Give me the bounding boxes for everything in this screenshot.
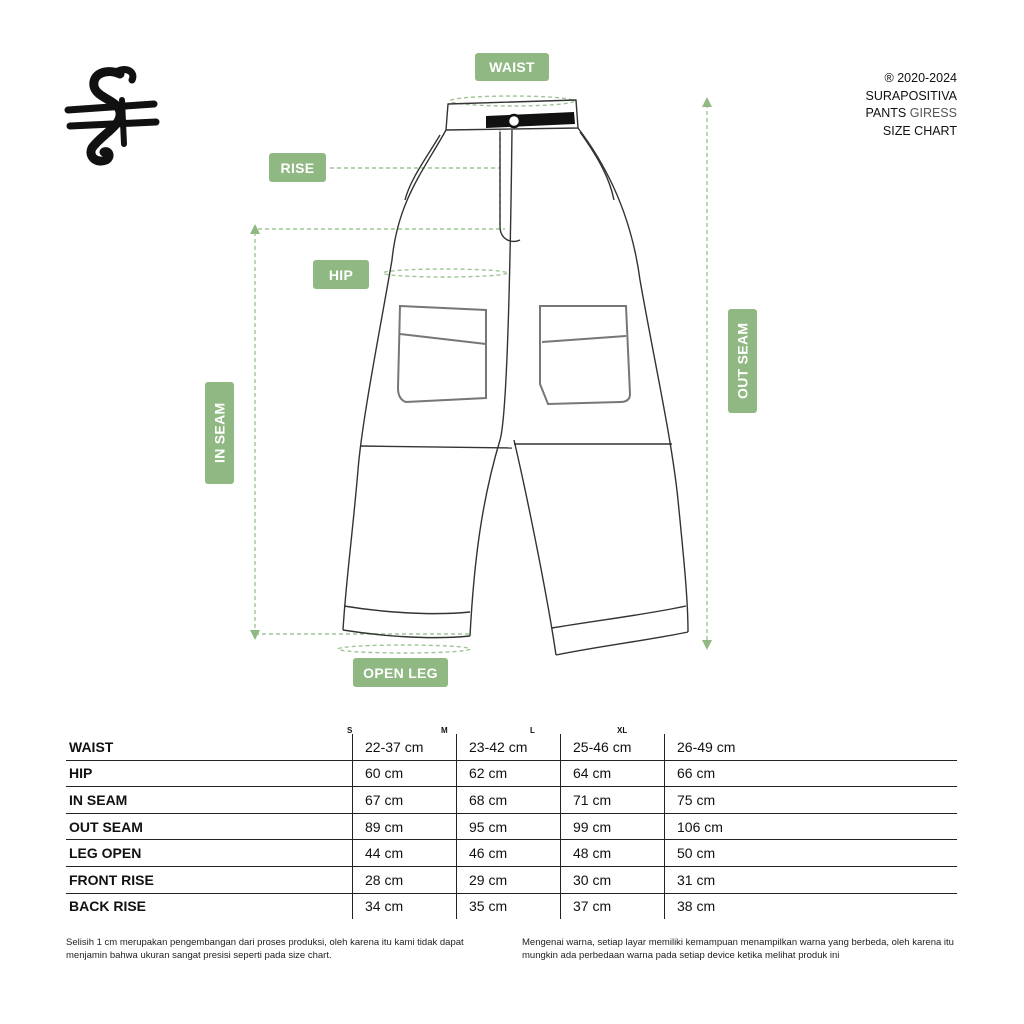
cell-m: 35 cm <box>456 893 561 920</box>
size-header-m: M <box>441 726 448 735</box>
table-row: HIP 60 cm 62 cm 64 cm 66 cm <box>66 760 957 788</box>
cell-xl: 26-49 cm <box>664 734 957 761</box>
cell-xl: 50 cm <box>664 839 957 867</box>
tag-rise: RISE <box>269 153 326 182</box>
cell-l: 64 cm <box>560 760 665 788</box>
row-label: FRONT RISE <box>66 866 353 894</box>
row-label: IN SEAM <box>66 786 353 814</box>
pants-diagram <box>250 95 712 656</box>
cell-s: 34 cm <box>352 893 457 920</box>
copyright-years: ® 2020-2024 <box>884 71 957 85</box>
table-row: WAIST 22-37 cm 23-42 cm 25-46 cm 26-49 c… <box>66 734 957 761</box>
row-label: OUT SEAM <box>66 813 353 841</box>
cell-s: 28 cm <box>352 866 457 894</box>
row-label: WAIST <box>66 734 353 761</box>
table-row: IN SEAM 67 cm 68 cm 71 cm 75 cm <box>66 786 957 814</box>
table-row: LEG OPEN 44 cm 46 cm 48 cm 50 cm <box>66 839 957 867</box>
product-name: GIRESS <box>909 106 957 120</box>
note-tolerance: Selisih 1 cm merupakan pengembangan dari… <box>66 937 464 961</box>
table-row: BACK RISE 34 cm 35 cm 37 cm 38 cm <box>66 893 957 920</box>
product-line: PANTS GIRESS <box>865 106 957 120</box>
size-header-s: S <box>347 726 353 735</box>
tag-waist: WAIST <box>475 53 549 81</box>
cell-s: 67 cm <box>352 786 457 814</box>
pants-outline <box>342 99 689 656</box>
row-label: LEG OPEN <box>66 839 353 867</box>
tag-out-seam: OUT SEAM <box>728 309 757 413</box>
brand-name: SURAPOSITIVA <box>865 88 957 103</box>
size-header-xl: XL <box>617 726 628 735</box>
belt <box>486 112 575 129</box>
cell-s: 44 cm <box>352 839 457 867</box>
measure-arrows <box>250 97 712 650</box>
cell-l: 30 cm <box>560 866 665 894</box>
cell-m: 46 cm <box>456 839 561 867</box>
cell-m: 29 cm <box>456 866 561 894</box>
row-label: HIP <box>66 760 353 788</box>
tag-open-leg: OPEN LEG <box>353 658 448 687</box>
table-row: OUT SEAM 89 cm 95 cm 99 cm 106 cm <box>66 813 957 841</box>
brand-logo-icon <box>64 66 160 166</box>
cell-m: 62 cm <box>456 760 561 788</box>
cell-m: 95 cm <box>456 813 561 841</box>
cell-l: 48 cm <box>560 839 665 867</box>
brand-block: ® 2020-2024 SURAPOSITIVA PANTS GIRESS SI… <box>866 70 957 140</box>
tag-in-seam: IN SEAM <box>205 382 234 484</box>
cell-l: 37 cm <box>560 893 665 920</box>
cell-xl: 66 cm <box>664 760 957 788</box>
cell-xl: 31 cm <box>664 866 957 894</box>
cell-s: 60 cm <box>352 760 457 788</box>
cell-xl: 106 cm <box>664 813 957 841</box>
chart-title: SIZE CHART <box>882 123 957 138</box>
cell-m: 68 cm <box>456 786 561 814</box>
cell-xl: 75 cm <box>664 786 957 814</box>
cell-s: 22-37 cm <box>352 734 457 761</box>
cell-m: 23-42 cm <box>456 734 561 761</box>
note-color: Mengenai warna, setiap layar memiliki ke… <box>522 937 954 961</box>
size-header-l: L <box>530 726 535 735</box>
cargo-pockets <box>396 304 632 406</box>
row-label: BACK RISE <box>69 898 147 915</box>
cell-xl: 38 cm <box>664 893 957 920</box>
table-row: FRONT RISE 28 cm 29 cm 30 cm 31 cm <box>66 866 957 894</box>
cell-l: 99 cm <box>560 813 665 841</box>
cell-s: 89 cm <box>352 813 457 841</box>
cell-l: 71 cm <box>560 786 665 814</box>
cell-l: 25-46 cm <box>560 734 665 761</box>
size-chart-table: WAIST 22-37 cm 23-42 cm 25-46 cm 26-49 c… <box>66 734 957 920</box>
tag-hip: HIP <box>313 260 369 289</box>
